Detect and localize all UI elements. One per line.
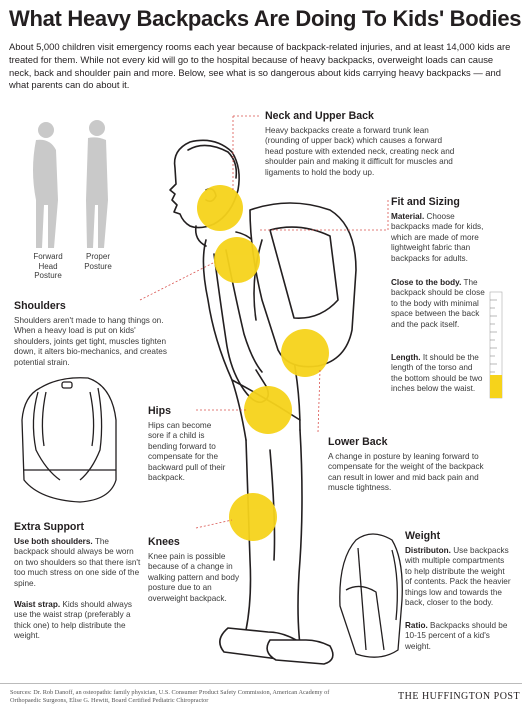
shoulders-heading: Shoulders: [14, 300, 66, 312]
neck-heading: Neck and Upper Back: [265, 110, 374, 122]
backpack-straps-illustration: [21, 377, 117, 503]
callout-lines: [139, 115, 389, 529]
highlight-spots: [197, 185, 329, 541]
backpack-side-illustration: [339, 533, 403, 658]
fit-heading: Fit and Sizing: [391, 196, 460, 208]
shoulders-text: Shoulders aren't made to hang things on.…: [14, 316, 167, 367]
knees-text: Knee pain is possible because of a chang…: [148, 552, 240, 603]
weight-ratio: Ratio. Backpacks should be 10-15 percent…: [405, 621, 508, 651]
sources-note: Sources: Dr. Rob Danoff, an osteopathic …: [10, 689, 330, 704]
support-heading: Extra Support: [14, 521, 85, 533]
support-both: Use both shoulders. The backpack should …: [14, 537, 141, 588]
length-ruler: [489, 291, 503, 399]
intro-paragraph: About 5,000 children visit emergency roo…: [9, 41, 511, 91]
fit-material: Material. Choose backpacks made for kids…: [391, 212, 484, 263]
proper-posture-silhouette: [86, 120, 108, 248]
lower-back-heading: Lower Back: [328, 436, 388, 448]
forward-head-caption: Forward Head Posture: [33, 252, 63, 280]
page-title: What Heavy Backpacks Are Doing To Kids' …: [9, 6, 522, 31]
weight-heading: Weight: [405, 530, 441, 542]
footer-divider: [0, 683, 522, 684]
publisher-logo[interactable]: THE HUFFINGTON POST: [398, 691, 521, 702]
forward-head-silhouette: [33, 122, 58, 248]
weight-distribution: Distributon. Use backpacks with multiple…: [405, 546, 511, 608]
proper-posture-caption: Proper Posture: [84, 252, 112, 271]
hips-text: Hips can become sore if a child is bendi…: [148, 421, 226, 483]
lower-back-text: A change in posture by leaning forward t…: [328, 452, 484, 493]
fit-length: Length. It should be the length of the t…: [391, 353, 483, 394]
support-waist: Waist strap. Kids should always use the …: [14, 600, 133, 641]
hips-heading: Hips: [148, 405, 171, 417]
knees-heading: Knees: [148, 536, 180, 548]
fit-close: Close to the body. The backpack should b…: [391, 278, 485, 329]
neck-text: Heavy backpacks create a forward trunk l…: [265, 126, 455, 177]
